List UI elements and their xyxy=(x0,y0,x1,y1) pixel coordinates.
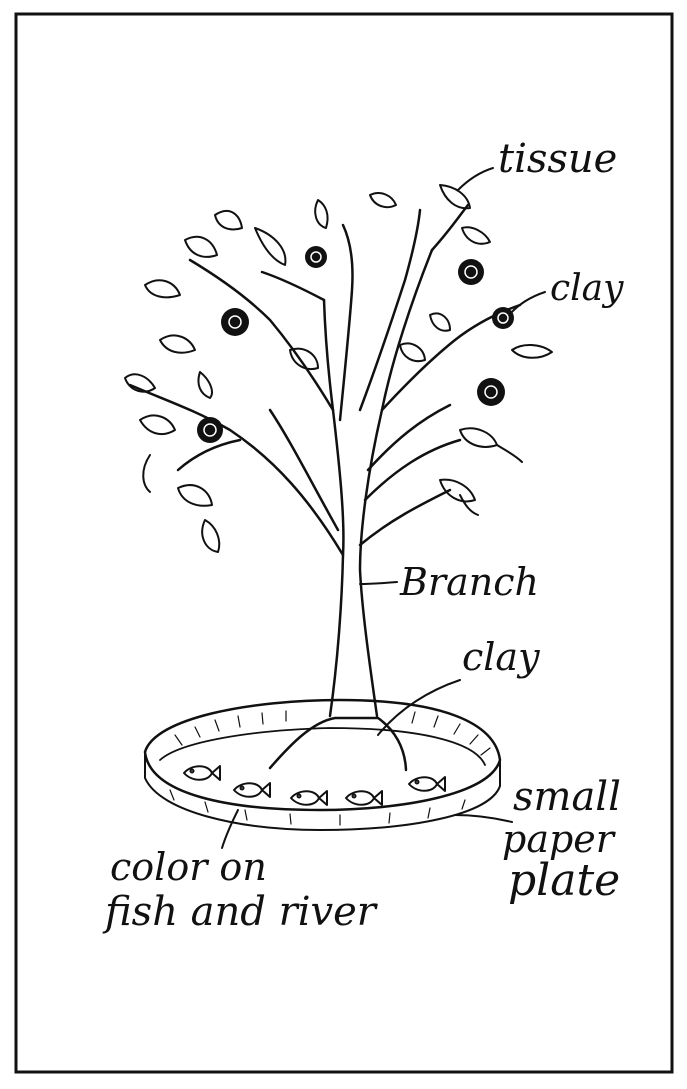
tissue-leaves xyxy=(125,185,552,552)
branch-leader xyxy=(360,582,397,584)
fish-icon xyxy=(234,783,270,797)
clay-ball xyxy=(305,246,327,268)
clay-balls xyxy=(197,246,514,443)
label-small: small xyxy=(513,774,621,820)
label-branch: Branch xyxy=(399,560,539,604)
clay-ball xyxy=(221,308,249,336)
tissue-leader xyxy=(458,168,493,190)
label-tissue: tissue xyxy=(498,136,617,182)
label-fish-and-river: fish and river xyxy=(102,889,379,935)
fish-icon xyxy=(409,777,445,791)
color-leader xyxy=(222,810,238,848)
clay-ball xyxy=(197,417,223,443)
clay-ball xyxy=(458,259,484,285)
label-clay-top: clay xyxy=(550,268,624,309)
fish-icon xyxy=(346,791,382,805)
fish-icon xyxy=(291,791,327,805)
label-clay-base: clay xyxy=(462,635,540,679)
clay-base-leader xyxy=(378,680,460,735)
clay-ball xyxy=(477,378,505,406)
paper-plate xyxy=(145,700,500,830)
label-plate: plate xyxy=(508,855,620,906)
fish-icon xyxy=(184,766,220,780)
label-color-on: color on xyxy=(110,845,267,889)
fish-group xyxy=(184,766,445,805)
clay-ball xyxy=(492,307,514,329)
clay-top-leader xyxy=(510,292,545,314)
